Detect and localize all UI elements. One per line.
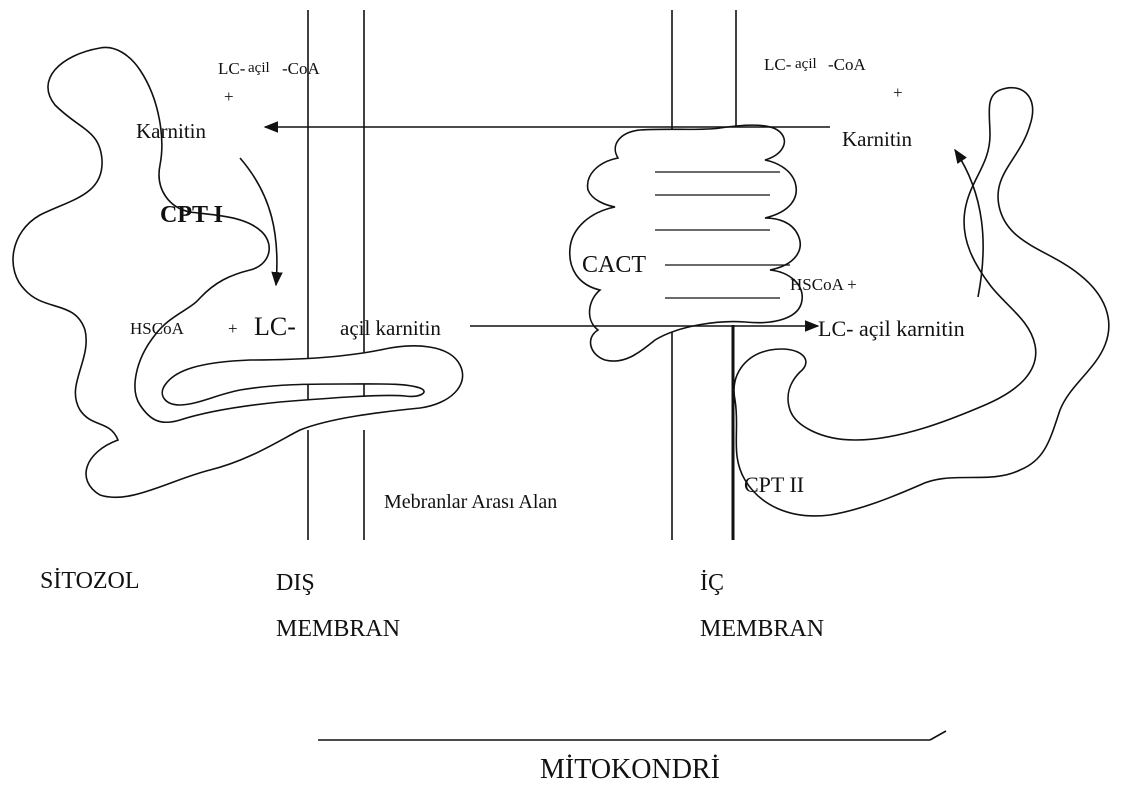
left-carnitine: Karnitin (136, 119, 206, 143)
right-acyl-carnitine: LC- açil karnitin (818, 316, 965, 341)
right-acyl-coa-word: açil (795, 56, 817, 72)
intermembrane-space-label: Mebranlar Arası Alan (384, 491, 557, 513)
outer-membrane (308, 10, 364, 540)
mitochondria-label: MİTOKONDRİ (540, 754, 720, 785)
right-carnitine: Karnitin (842, 127, 912, 151)
cact-label: CACT (582, 252, 646, 278)
cpt2-label: CPT II (744, 472, 804, 497)
right-acyl-coa-prefix: LC- (764, 55, 792, 74)
inner-membrane-label-line1: İÇ (700, 570, 724, 596)
inner-membrane-label-line2: MEMBRAN (700, 616, 824, 642)
left-acyl-coa-word: açil (248, 60, 270, 76)
mitochondria-bracket-tip (930, 731, 946, 740)
left-acyl-coa-suffix: -CoA (282, 59, 321, 78)
right-hscoa: HSCoA + (790, 275, 857, 294)
left-acyl-carnitine-rest: açil karnitin (340, 316, 441, 340)
left-plus-mid: + (228, 319, 238, 338)
left-plus-top: + (224, 87, 234, 106)
cpt1-enzyme-shape (13, 47, 463, 497)
right-acyl-coa-suffix: -CoA (828, 55, 867, 74)
left-hscoa: HSCoA (130, 319, 185, 338)
left-acyl-coa-prefix: LC- (218, 59, 246, 78)
outer-membrane-label-line2: MEMBRAN (276, 616, 400, 642)
cytosol-label: SİTOZOL (40, 568, 140, 594)
cpt1-label: CPT I (160, 202, 223, 228)
left-acyl-carnitine-prefix: LC- (254, 312, 296, 341)
outer-membrane-label-line1: DIŞ (276, 570, 315, 596)
right-plus-top: + (893, 83, 903, 102)
